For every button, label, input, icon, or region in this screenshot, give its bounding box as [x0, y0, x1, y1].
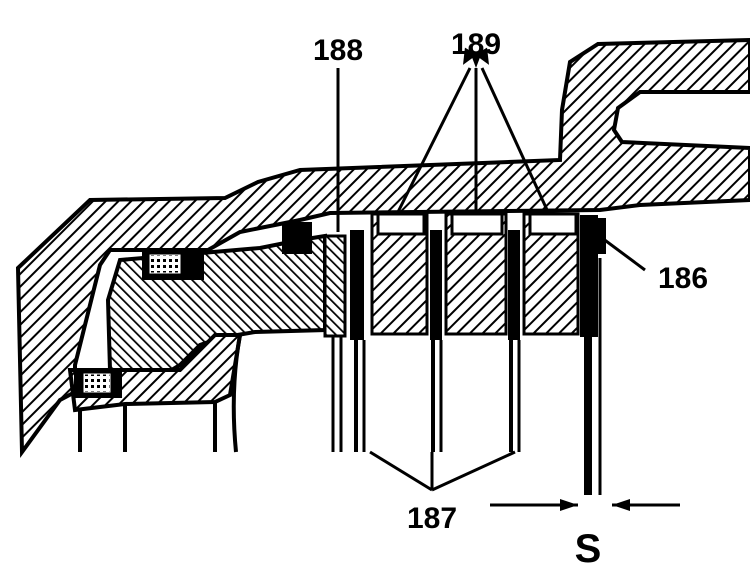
clutch-pack: [323, 212, 606, 495]
pressure-plate: [323, 234, 347, 338]
callout-188: 188: [313, 34, 363, 67]
clearance-dimension: [490, 499, 680, 511]
callout-s-clearance: S: [575, 527, 602, 571]
arrowheads: [463, 47, 489, 68]
callout-186: 186: [658, 262, 708, 295]
clutch-drum-housing: [15, 37, 750, 458]
shaft-lines: [78, 334, 242, 453]
callout-189: 189: [451, 28, 501, 61]
piston-lip-seal: [282, 222, 312, 254]
steel-plate: [350, 230, 364, 340]
callout-187: 187: [407, 502, 457, 535]
snap-ring: [596, 218, 606, 254]
steel-plate: [508, 230, 520, 340]
leader-lines: [336, 67, 646, 492]
backing-plate: [580, 215, 598, 337]
steel-plate: [430, 230, 442, 340]
